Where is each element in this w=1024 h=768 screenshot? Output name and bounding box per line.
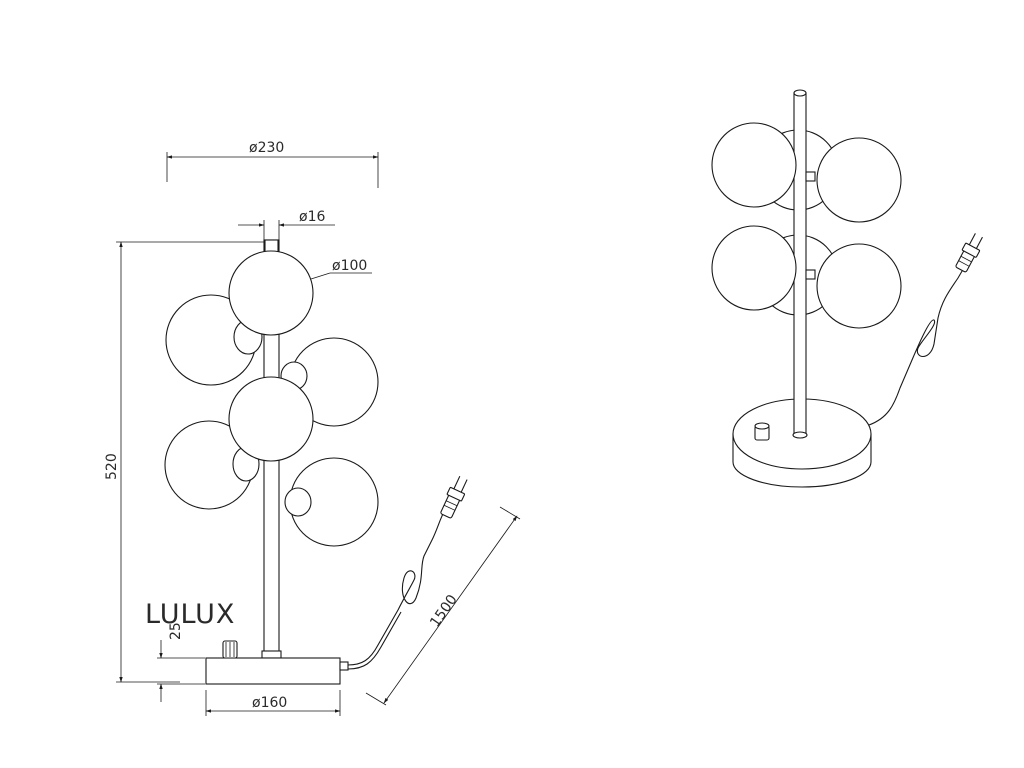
dim-base-diameter: ø160 [252, 695, 287, 711]
globe-front-left-lower [711, 225, 797, 311]
brand-logo: LULUX [145, 599, 235, 630]
dim-total-height: 520 [104, 453, 120, 480]
globe-middle [228, 376, 314, 462]
plug-icon [440, 475, 468, 519]
dimmer-knob-icon [754, 422, 770, 441]
front-elevation [164, 239, 468, 685]
dimension-lines [116, 152, 521, 716]
dim-rod-diameter: ø16 [299, 209, 325, 225]
globe-front-right-upper [816, 137, 902, 223]
dim-globe-diameter: ø100 [332, 258, 367, 274]
dim-base-height: 25 [168, 622, 184, 640]
dim-overall-width: ø230 [249, 140, 284, 156]
dim-cable-length: 1500 [427, 592, 461, 630]
globe-front-right-lower [816, 243, 902, 329]
dimmer-knob-icon [222, 640, 238, 659]
lamp-base [205, 657, 341, 685]
perspective-view [711, 89, 983, 488]
globe-top [228, 250, 314, 336]
globe-front-left-upper [711, 122, 797, 208]
plug-icon [955, 233, 983, 273]
perspective-cable [868, 265, 966, 426]
